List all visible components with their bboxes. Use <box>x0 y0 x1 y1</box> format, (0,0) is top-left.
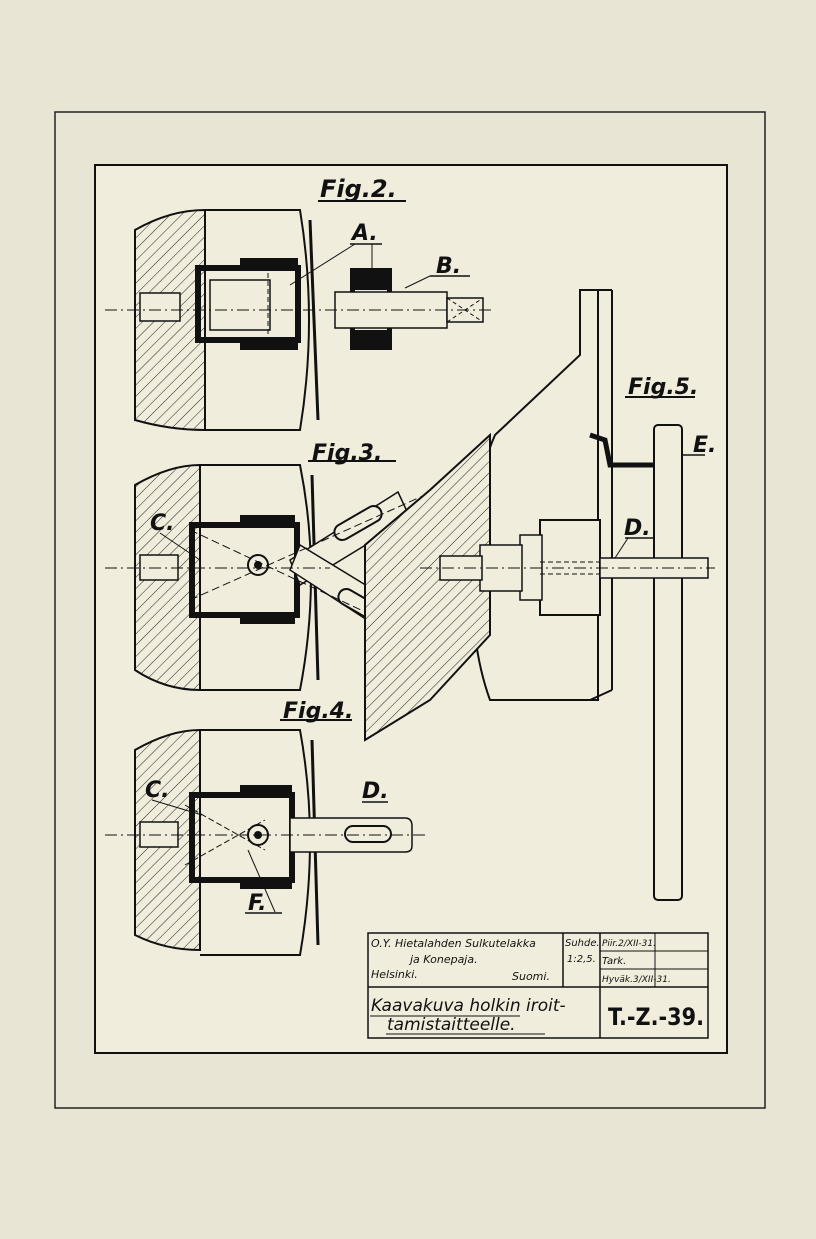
label-d-fig5: D. <box>624 516 651 541</box>
company-city: Helsinki. <box>371 968 418 981</box>
label-d-fig4: D. <box>362 779 389 804</box>
company-line-2: ja Konepaja. <box>408 953 478 966</box>
fig-4 <box>105 719 425 956</box>
company-line-1: O.Y. Hietalahden Sulkutelakka <box>371 937 536 950</box>
fig3-title: Fig.3. <box>312 441 382 466</box>
drawn-date: Piir.2/XII-31. <box>602 939 656 949</box>
label-c-fig3: C. <box>150 511 175 536</box>
label-b: B. <box>436 254 461 279</box>
label-f: F. <box>248 891 267 916</box>
title-block <box>367 932 709 1039</box>
label-e: E. <box>693 433 716 458</box>
fig5-handwheel-e <box>653 424 683 901</box>
checked-label: Tark. <box>602 956 626 967</box>
company-country: Suomi. <box>512 970 550 983</box>
drawing-number: T.-Z.-39. <box>608 1003 704 1031</box>
fig2-title: Fig.2. <box>320 175 397 203</box>
scale-value: 1:2,5. <box>567 954 596 965</box>
outer-border <box>54 111 766 1109</box>
fig4-title: Fig.4. <box>283 699 353 724</box>
approved-date: Hyväk.3/XII-31. <box>602 975 671 985</box>
drawing-title-line-2: tamistaitteelle. <box>387 1015 516 1035</box>
drawing-title-line-1: Kaavakuva holkin iroit- <box>371 996 566 1016</box>
scale-label: Suhde. <box>565 938 600 949</box>
label-a: A. <box>350 221 378 246</box>
fig-2 <box>105 200 495 432</box>
fig-5 <box>364 289 715 901</box>
label-c-fig4: C. <box>145 778 170 803</box>
fig5-title: Fig.5. <box>628 375 698 400</box>
